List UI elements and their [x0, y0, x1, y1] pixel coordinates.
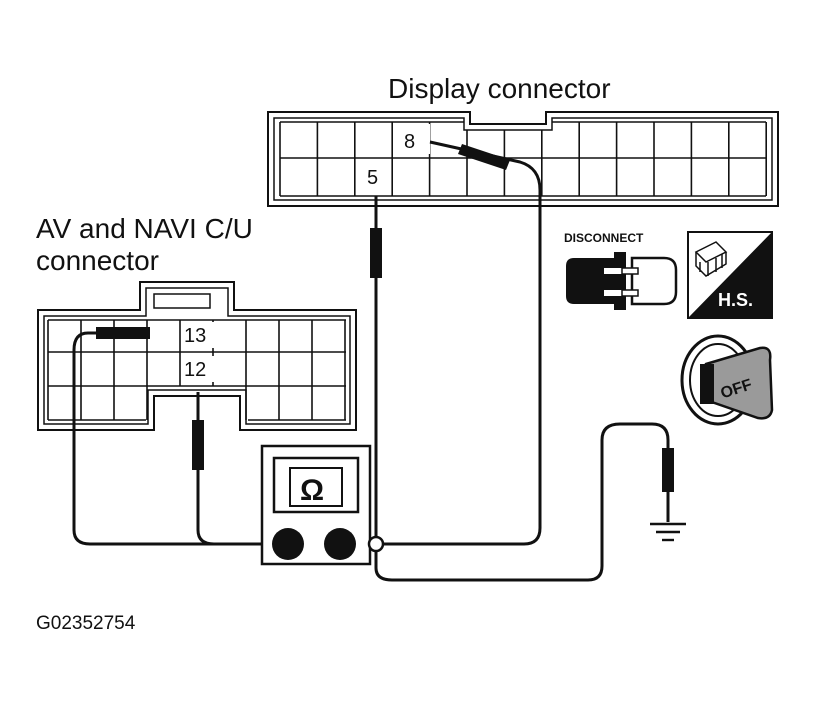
display-connector: Display connector 8 5 — [267, 73, 779, 207]
av-navi-label-line2: connector — [36, 245, 159, 276]
wire-display-pin8 — [384, 140, 542, 546]
wire-ground-loop — [374, 422, 670, 582]
wire-pin13 — [72, 331, 284, 546]
display-pin-5: 5 — [367, 167, 378, 189]
ohmmeter-icon: Ω — [260, 444, 372, 566]
wires — [72, 140, 670, 582]
ground-icon — [650, 522, 686, 542]
av-pin-12: 12 — [184, 359, 206, 381]
disconnect-icon: DISCONNECT — [564, 231, 678, 310]
av-navi-label-line1: AV and NAVI C/U — [36, 213, 253, 244]
probe-pin8 — [458, 144, 510, 170]
probe-pin5 — [370, 228, 382, 278]
figure-id: G02352754 — [36, 613, 136, 634]
meter-terminal-left — [272, 528, 304, 560]
probe-pin12 — [192, 420, 204, 470]
av-pin-13: 13 — [184, 325, 206, 347]
display-connector-label: Display connector — [388, 73, 611, 104]
probes — [96, 144, 674, 492]
ohm-symbol: Ω — [300, 474, 324, 507]
av-navi-connector: AV and NAVI C/U connector 13 12 — [36, 213, 357, 431]
display-pin-8: 8 — [404, 131, 415, 153]
disconnect-label: DISCONNECT — [564, 231, 644, 245]
wire-junction — [367, 535, 385, 553]
hs-icon: H.S. — [687, 231, 773, 319]
hs-label: H.S. — [718, 290, 753, 310]
wire-pin12 — [196, 392, 215, 546]
meter-terminal-right — [324, 528, 356, 560]
probe-pin13 — [96, 327, 150, 339]
ignition-key-icon: OFF — [680, 334, 774, 426]
probe-ground — [662, 448, 674, 492]
